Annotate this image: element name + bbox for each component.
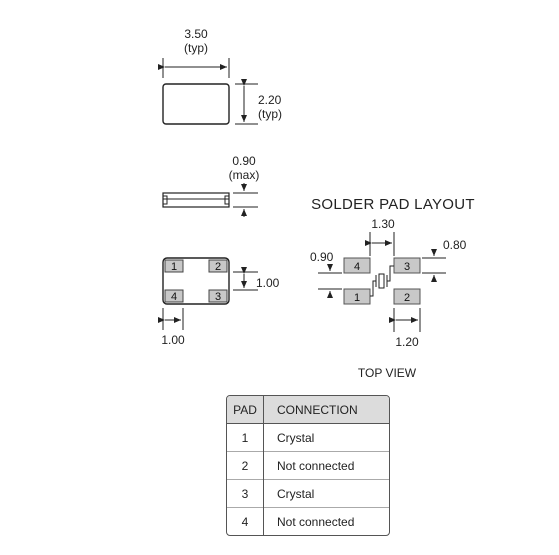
layout-title: SOLDER PAD LAYOUT [311, 196, 475, 213]
table-header-row: PAD CONNECTION [227, 396, 389, 424]
height-value: 0.90 [232, 154, 256, 168]
row-pad: 4 [227, 507, 264, 535]
width-note: (typ) [258, 107, 282, 121]
row-pad: 2 [227, 451, 264, 480]
pkg-pad-3: 3 [215, 291, 221, 303]
pad-width-label: 1.00 [161, 333, 185, 347]
package-bottom-view [158, 257, 258, 330]
row-connection: Not connected [263, 507, 389, 535]
gap-y-label: 0.80 [443, 238, 467, 252]
solder-pad-layout [318, 232, 446, 332]
row-pad: 1 [227, 423, 264, 452]
package-top-view [158, 58, 258, 125]
pitch-x-label: 1.30 [371, 217, 395, 231]
length-value: 3.50 [184, 27, 208, 41]
layout-pad-2: 2 [404, 292, 410, 304]
header-pad: PAD [227, 396, 264, 424]
row-pad: 3 [227, 479, 264, 508]
header-connection: CONNECTION [263, 396, 389, 424]
pad-size-y-label: 0.90 [310, 250, 334, 264]
layout-pad-3: 3 [404, 261, 410, 273]
height-note: (max) [229, 168, 260, 182]
table-row: 2 Not connected [227, 451, 389, 480]
pad-connection-table: PAD CONNECTION 1 Crystal 2 Not connected… [226, 395, 390, 536]
pkg-pad-1: 1 [171, 261, 177, 273]
table-row: 4 Not connected [227, 507, 389, 535]
width-value: 2.20 [258, 93, 282, 107]
length-note: (typ) [184, 41, 208, 55]
table-row: 3 Crystal [227, 479, 389, 508]
row-connection: Not connected [263, 451, 389, 480]
pad-height-label: 1.00 [256, 276, 280, 290]
pad-size-x-label: 1.20 [395, 335, 419, 349]
package-side-view [162, 183, 258, 217]
layout-pad-1: 1 [354, 292, 360, 304]
row-connection: Crystal [263, 479, 389, 508]
pkg-pad-2: 2 [215, 261, 221, 273]
pkg-pad-4: 4 [171, 291, 177, 303]
row-connection: Crystal [277, 430, 315, 445]
view-label: TOP VIEW [358, 366, 417, 380]
layout-pad-4: 4 [354, 261, 360, 273]
table-row: 1 Crystal [227, 423, 389, 452]
